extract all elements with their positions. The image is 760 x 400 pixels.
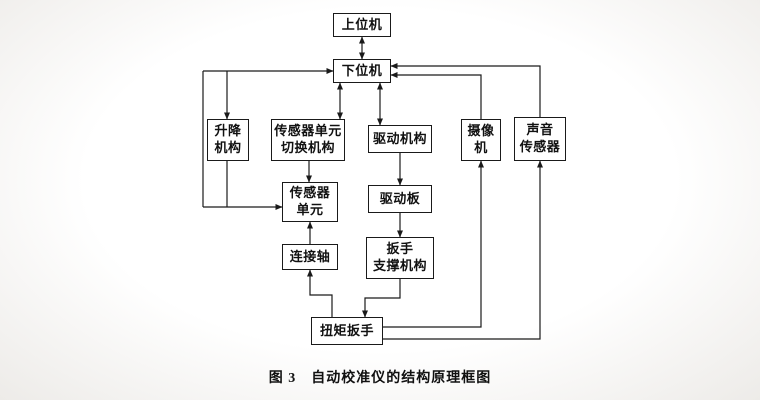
node-lifting-mechanism: 升降 机构 (207, 119, 249, 161)
edge-sound-slave (390, 63, 541, 117)
edge-wrench-camera (383, 160, 484, 328)
node-torque-wrench: 扭矩扳手 (311, 317, 383, 345)
node-sensor-switching-mechanism-label: 传感器单元 切换机构 (274, 123, 342, 155)
node-sound-sensor: 声音 传感器 (514, 117, 566, 161)
node-sensor-unit: 传感器 单元 (282, 182, 338, 222)
node-sensor-switching-mechanism: 传感器单元 切换机构 (271, 119, 345, 161)
node-wrench-support-mechanism-label: 扳手 支撑机构 (372, 241, 427, 273)
edge-support-wrench (362, 279, 401, 318)
figure-caption: 图 3 自动校准仪的结构原理框图 (268, 371, 492, 386)
node-drive-mechanism-label: 驱动机构 (372, 130, 427, 146)
node-lifting-mechanism-label: 升降 机构 (214, 123, 242, 155)
edge-wrench-shaft (307, 269, 333, 317)
node-sensor-unit-label: 传感器 单元 (289, 185, 331, 217)
node-slave-computer: 下位机 (333, 59, 391, 83)
node-drive-board: 驱动板 (368, 185, 432, 213)
node-connecting-shaft-label: 连接轴 (289, 248, 331, 264)
node-host-computer: 上位机 (333, 13, 391, 37)
node-torque-wrench-label: 扭矩扳手 (319, 322, 374, 338)
edge-camera-slave (390, 72, 482, 119)
node-sound-sensor-label: 声音 传感器 (519, 122, 561, 154)
node-drive-mechanism: 驱动机构 (368, 125, 432, 153)
node-wrench-support-mechanism: 扳手 支撑机构 (366, 237, 434, 279)
edge-wrench-sound (383, 160, 543, 340)
node-drive-board-label: 驱动板 (379, 190, 421, 206)
node-host-computer-label: 上位机 (341, 16, 383, 32)
node-slave-computer-label: 下位机 (341, 62, 383, 78)
node-connecting-shaft: 连接轴 (282, 244, 338, 270)
node-camera: 摄像 机 (461, 119, 501, 161)
node-camera-label: 摄像 机 (467, 123, 495, 155)
